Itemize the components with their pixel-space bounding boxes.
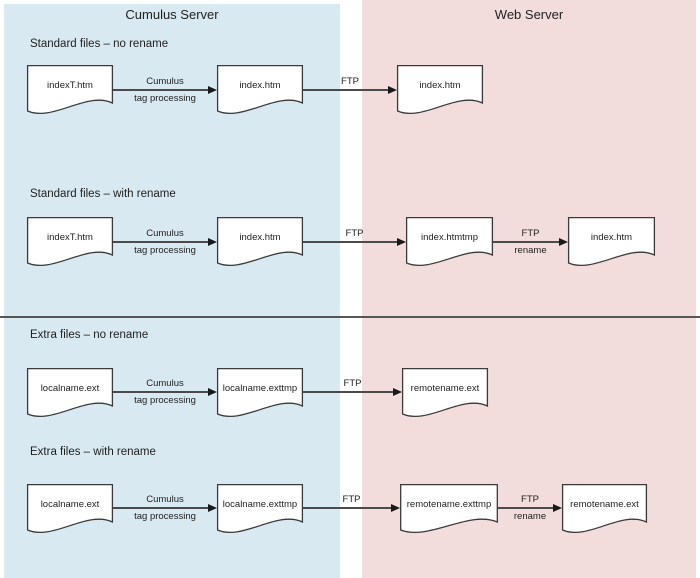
doc-row4-col1: localname.ext [27, 484, 113, 536]
doc-label: indexT.htm [47, 79, 93, 91]
doc-row2-col2: index.htm [217, 217, 303, 269]
arrow-label-top: FTP [342, 494, 361, 506]
arrow-line [493, 241, 562, 243]
arrowhead-icon [208, 238, 217, 246]
document-outline-icon [27, 484, 113, 536]
arrow-line [498, 507, 556, 509]
section-divider [0, 316, 700, 318]
doc-row3-col1: localname.ext [27, 368, 113, 420]
document-outline-icon [406, 217, 493, 269]
web-server-header: Web Server [494, 7, 564, 22]
doc-label: index.htm [419, 79, 461, 91]
arrow-line [113, 89, 211, 91]
doc-label: localname.exttmp [222, 382, 298, 394]
arrow-label-top: FTP [343, 378, 362, 390]
arrow-label-bottom: rename [514, 245, 547, 256]
arrow-label-top: Cumulus [146, 76, 184, 88]
doc-label: remotename.exttmp [406, 498, 492, 510]
document-outline-icon [562, 484, 647, 536]
doc-row3-col2: localname.exttmp [217, 368, 303, 420]
arrow-label-top: FTP [345, 228, 364, 240]
arrow-line [303, 391, 396, 393]
document-outline-icon [27, 217, 113, 269]
arrow-line [113, 391, 211, 393]
row2-heading: Standard files – with rename [30, 188, 176, 200]
arrow-line [303, 89, 391, 91]
arrow-label-bottom: tag processing [134, 93, 196, 104]
cumulus-server-header: Cumulus Server [125, 7, 219, 22]
doc-label: remotename.ext [570, 498, 639, 510]
arrow-label-top: FTP [341, 76, 359, 88]
arrow-label-top: FTP [521, 494, 539, 506]
row4-heading: Extra files – with rename [30, 446, 156, 458]
document-outline-icon [27, 368, 113, 420]
row3-heading: Extra files – no rename [30, 329, 149, 341]
arrow-label-top: Cumulus [146, 228, 184, 240]
arrowhead-icon [208, 86, 217, 94]
arrowhead-icon [393, 388, 402, 396]
doc-row2-col3: index.htmtmp [406, 217, 493, 269]
document-outline-icon [400, 484, 498, 536]
doc-row4-col3: remotename.exttmp [400, 484, 498, 536]
arrow-label-bottom: tag processing [134, 245, 196, 256]
row1-heading: Standard files – no rename [30, 38, 169, 50]
doc-row4-col2: localname.exttmp [217, 484, 303, 536]
arrowhead-icon [397, 238, 406, 246]
document-outline-icon [217, 484, 303, 536]
arrow-line [303, 507, 394, 509]
arrow-label-top: Cumulus [146, 494, 184, 506]
doc-row1-col3: index.htm [397, 65, 483, 117]
doc-row4-col4: remotename.ext [562, 484, 647, 536]
arrowhead-icon [559, 238, 568, 246]
doc-label: localname.exttmp [222, 498, 298, 510]
document-outline-icon [217, 368, 303, 420]
doc-label: localname.ext [40, 498, 100, 510]
doc-row1-col2: index.htm [217, 65, 303, 117]
doc-label: remotename.ext [410, 382, 480, 394]
doc-row2-col4: index.htm [568, 217, 655, 269]
arrow-label-bottom: rename [513, 511, 547, 522]
doc-label: indexT.htm [47, 231, 93, 243]
document-outline-icon [402, 368, 488, 420]
doc-row3-col3: remotename.ext [402, 368, 488, 420]
doc-label: index.htm [590, 231, 633, 243]
arrow-line [113, 507, 211, 509]
document-outline-icon [27, 65, 113, 117]
doc-label: index.htm [239, 79, 281, 91]
arrow-line [303, 241, 400, 243]
arrowhead-icon [208, 504, 217, 512]
doc-label: index.htm [239, 231, 281, 243]
arrow-label-top: Cumulus [146, 378, 184, 390]
doc-label: index.htmtmp [420, 231, 479, 243]
arrow-line [113, 241, 211, 243]
doc-label: localname.ext [40, 382, 100, 394]
doc-row2-col1: indexT.htm [27, 217, 113, 269]
arrowhead-icon [208, 388, 217, 396]
document-outline-icon [217, 65, 303, 117]
arrow-label-bottom: tag processing [134, 511, 196, 522]
arrow-label-top: FTP [521, 228, 540, 240]
document-outline-icon [397, 65, 483, 117]
document-outline-icon [217, 217, 303, 269]
arrowhead-icon [391, 504, 400, 512]
document-outline-icon [568, 217, 655, 269]
arrow-label-bottom: tag processing [134, 395, 196, 406]
arrowhead-icon [553, 504, 562, 512]
doc-row1-col1: indexT.htm [27, 65, 113, 117]
arrowhead-icon [388, 86, 397, 94]
